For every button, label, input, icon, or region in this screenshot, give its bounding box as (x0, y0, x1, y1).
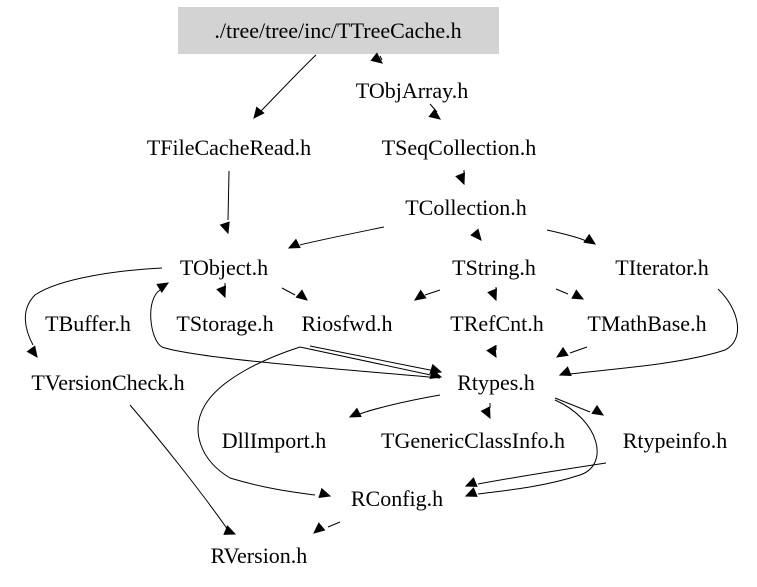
node-RVersion[interactable]: RVersion.h (210, 543, 308, 568)
arrowhead-icon (480, 406, 491, 420)
arrowhead-icon (219, 221, 230, 235)
edge-line (299, 346, 441, 378)
arrowhead-icon (487, 288, 497, 302)
node-TIterator[interactable]: TIterator.h (615, 255, 709, 280)
node-TObject[interactable]: TObject.h (179, 255, 269, 280)
edge-line (477, 462, 607, 485)
arrowhead-icon (455, 172, 465, 186)
edge-line (197, 346, 316, 496)
edge-Rtypes-to-RConfig (464, 399, 598, 497)
arrowhead-icon (583, 233, 597, 245)
edge-TIterator-to-Rtypes (558, 288, 739, 376)
edge-TFileCacheRead-to-TObject (219, 170, 230, 235)
edge-line (259, 54, 317, 113)
edge-Riosfwd-to-RConfig (197, 346, 332, 498)
node-Rtypes[interactable]: Rtypes.h (457, 370, 535, 395)
arrowhead-icon (26, 345, 38, 358)
edge-RConfig-to-RVersion (313, 521, 341, 534)
edge-line (555, 288, 569, 295)
node-TObjArray[interactable]: TObjArray.h (355, 78, 469, 103)
edge-TMathBase-to-Rtypes (555, 346, 588, 358)
edge-TObject-to-TStorage (216, 283, 226, 299)
arrowhead-icon (571, 289, 585, 300)
node-root[interactable]: ./tree/tree/inc/TTreeCache.h (214, 18, 462, 43)
edge-TCollection-to-TString (470, 228, 482, 241)
arrowhead-icon (216, 285, 226, 299)
arrowhead-icon (429, 368, 443, 379)
node-TString[interactable]: TString.h (452, 255, 536, 280)
node-TCollection[interactable]: TCollection.h (405, 195, 527, 220)
arrowhead-icon (295, 289, 308, 301)
edge-line (129, 404, 229, 531)
edge-line (281, 287, 296, 296)
node-TSeqCollection[interactable]: TSeqCollection.h (381, 135, 537, 160)
node-TRefCnt[interactable]: TRefCnt.h (450, 311, 544, 336)
edge-TStorage-to-Rtypes (299, 346, 443, 379)
edge-TVersionCheck-to-RVersion (129, 404, 237, 535)
edge-TString-to-TRefCnt (487, 287, 497, 302)
arrowhead-icon (428, 108, 441, 120)
node-TMathBase[interactable]: TMathBase.h (587, 311, 707, 336)
node-TVersionCheck[interactable]: TVersionCheck.h (31, 370, 185, 395)
arrowhead-icon (555, 346, 569, 358)
node-TBuffer[interactable]: TBuffer.h (45, 311, 131, 336)
arrowhead-icon (318, 487, 332, 498)
edge-TSeqCollection-to-TCollection (455, 170, 465, 186)
edge-line (309, 345, 441, 373)
edge-TString-to-Riosfwd (414, 289, 441, 301)
arrowhead-icon (464, 487, 478, 497)
edge-line (477, 399, 598, 495)
arrowhead-icon (253, 106, 265, 119)
arrowhead-icon (486, 345, 497, 359)
edge-TObject-to-Rtypes (309, 345, 443, 374)
arrowhead-icon (348, 407, 362, 418)
edge-Rtypes-to-Rtypeinfo (554, 397, 605, 416)
arrowhead-icon (591, 404, 605, 416)
edge-TBuffer-to-TObject (150, 282, 441, 379)
node-Riosfwd[interactable]: Riosfwd.h (301, 311, 393, 336)
edge-Rtypes-to-DllImport (348, 394, 441, 418)
edge-line (150, 289, 441, 379)
edge-root-to-TFileCacheRead (253, 54, 317, 119)
edge-TString-to-TMathBase (555, 288, 585, 300)
arrowhead-icon (287, 238, 301, 249)
arrowhead-icon (558, 366, 572, 376)
arrowhead-icon (470, 228, 482, 241)
arrowhead-icon (313, 522, 326, 534)
edge-TRefCnt-to-Rtypes (486, 345, 497, 359)
arrowhead-icon (414, 289, 427, 301)
edge-root-to-TObjArray (370, 52, 383, 64)
node-DllImport[interactable]: DllImport.h (221, 428, 327, 453)
arrowhead-icon (223, 525, 237, 535)
node-RConfig[interactable]: RConfig.h (350, 486, 444, 511)
edge-TObject-to-Riosfwd (281, 287, 308, 301)
edge-line (299, 226, 385, 246)
edge-line (424, 289, 441, 296)
arrowhead-icon (156, 282, 170, 293)
edge-line (379, 55, 383, 61)
edge-TCollection-to-TIterator (546, 229, 597, 245)
edge-line (359, 394, 441, 415)
edge-TCollection-to-TObject (287, 226, 385, 249)
edge-line (554, 397, 591, 413)
edge-line (569, 288, 739, 375)
arrowhead-icon (464, 477, 478, 487)
node-TFileCacheRead[interactable]: TFileCacheRead.h (146, 135, 312, 160)
edge-line (227, 170, 230, 221)
edge-line (546, 229, 587, 242)
root-node-box[interactable] (178, 7, 499, 54)
edge-line (569, 346, 588, 354)
edge-line (24, 267, 163, 346)
node-TStorage[interactable]: TStorage.h (176, 311, 274, 336)
edge-Rtypes-to-TGenericClassInfo (480, 403, 491, 420)
edge-line (327, 521, 341, 528)
edge-TObject-to-TVersionCheck (24, 267, 163, 358)
edge-Rtypeinfo-to-RConfig (464, 462, 607, 487)
edge-TObjArray-to-TSeqCollection (428, 103, 441, 120)
node-TGenericClassInfo[interactable]: TGenericClassInfo.h (381, 428, 565, 453)
arrowhead-icon (370, 52, 383, 64)
node-Rtypeinfo[interactable]: Rtypeinfo.h (622, 428, 728, 453)
